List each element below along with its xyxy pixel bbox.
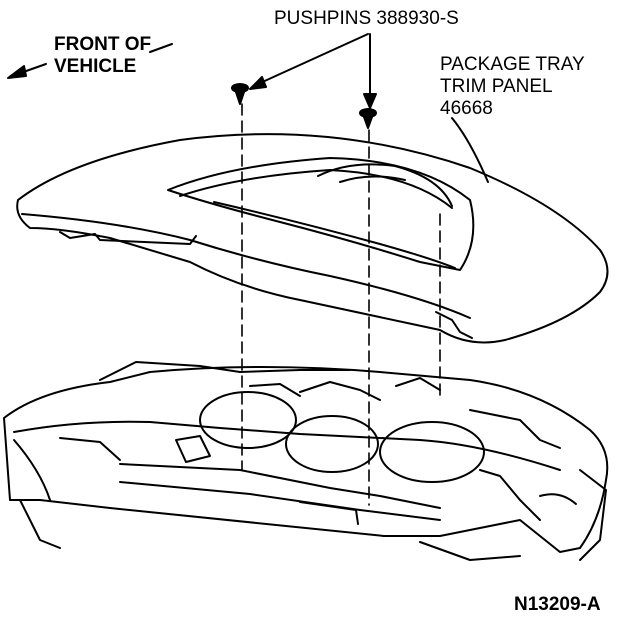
trim-panel-label-line3: 46668 xyxy=(440,98,493,119)
pushpins-label: PUSHPINS 388930-S xyxy=(274,8,459,29)
trim-panel-label-line1: PACKAGE TRAY xyxy=(440,54,585,75)
front-of-vehicle-label-line2: VEHICLE xyxy=(54,56,137,77)
package-tray-trim-panel xyxy=(16,133,609,344)
trim-panel-label-line2: TRIM PANEL xyxy=(440,76,553,97)
pushpin-left-icon xyxy=(231,83,249,105)
front-direction-arrow xyxy=(7,43,173,79)
alignment-lines xyxy=(241,103,441,506)
pushpin-leader-arrows xyxy=(249,33,377,109)
pushpin-right-icon xyxy=(359,108,377,129)
front-of-vehicle-label-line1: FRONT OF xyxy=(54,34,152,55)
vehicle-body-structure xyxy=(3,361,609,561)
figure-id-label: N13209-A xyxy=(514,594,601,615)
